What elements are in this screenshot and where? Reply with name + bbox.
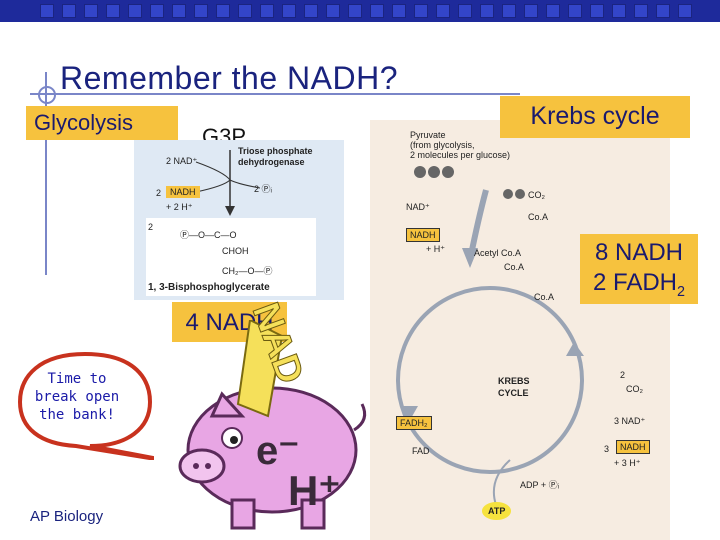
banner-square	[40, 4, 54, 18]
speech-bubble	[17, 351, 154, 460]
nadh-label: NADH	[166, 186, 200, 198]
phosphate-label: 2 Ⓟᵢ	[254, 184, 272, 194]
eight-nadh-text: 8 NADH	[594, 239, 684, 266]
banner-square	[458, 4, 472, 18]
electron-label: e⁻	[256, 429, 300, 473]
banner-square	[502, 4, 516, 18]
banner-square	[282, 4, 296, 18]
two-fadh-subscript: 2	[677, 283, 686, 300]
banner-square	[216, 4, 230, 18]
banner-square	[348, 4, 362, 18]
product-coefficient: 2	[148, 222, 154, 232]
three-nad-label: 3 NAD⁺	[614, 416, 646, 426]
banner-square	[194, 4, 208, 18]
banner-square	[568, 4, 582, 18]
glycolysis-diagram: 2 NAD⁺ Triose phosphate dehydrogenase 2 …	[134, 140, 344, 300]
banner-square	[436, 4, 450, 18]
two-co2-coefficient: 2	[620, 370, 626, 380]
speech-line-2: break open	[34, 389, 120, 405]
banner-square	[370, 4, 384, 18]
top-banner	[0, 0, 720, 22]
proton-label: H⁺	[288, 467, 341, 514]
pyruvate-note-2: 2 molecules per glucose)	[410, 150, 511, 160]
pyruvate-label: Pyruvate	[410, 130, 446, 140]
enzyme-name-2: dehydrogenase	[238, 157, 305, 167]
speech-text: Time to break open the bank!	[22, 370, 132, 424]
krebs-diagram: Pyruvate (from glycolysis, 2 molecules p…	[370, 120, 670, 540]
co2-output-label: CO₂	[626, 384, 643, 394]
two-fadh-text: 2 FADH2	[588, 268, 690, 307]
eight-nadh-label: 8 NADH 2 FADH2	[580, 234, 698, 304]
banner-square	[172, 4, 186, 18]
banner-square	[590, 4, 604, 18]
coa-label-2: Co.A	[504, 262, 525, 272]
banner-square	[656, 4, 670, 18]
banner-square	[480, 4, 494, 18]
structure-top: Ⓟ—O—C—O	[180, 230, 237, 240]
slide-title: Remember the NADH?	[60, 60, 398, 96]
krebs-hydrogen-label: + H⁺	[426, 244, 446, 254]
krebs-cycle-label-1: KREBS	[498, 376, 530, 386]
pyruvate-note-1: (from glycolysis,	[410, 140, 475, 150]
glycolysis-label: Glycolysis	[26, 106, 178, 140]
glycolysis-product-box	[146, 218, 316, 296]
fadh2-box: FADH₂	[396, 416, 432, 430]
three-hydrogen-label: + 3 H⁺	[614, 458, 641, 468]
atp-burst: ATP	[482, 502, 512, 520]
crosshair-vertical-line	[45, 72, 47, 275]
speech-line-1: Time to	[47, 371, 107, 387]
structure-middle: CHOH	[222, 246, 249, 256]
hydrogen-label: + 2 H⁺	[166, 202, 193, 212]
crosshair-circle	[38, 86, 56, 104]
speech-line-3: the bank!	[39, 407, 115, 423]
banner-square	[62, 4, 76, 18]
banner-square	[392, 4, 406, 18]
coa-label-3: Co.A	[534, 292, 555, 302]
three-nadh-box: NADH	[616, 440, 650, 454]
krebs-nadh-box: NADH	[406, 228, 440, 242]
banner-square	[546, 4, 560, 18]
banner-square	[524, 4, 538, 18]
crosshair-horizontal-line	[30, 93, 520, 95]
two-fadh-main: 2 FADH	[592, 269, 677, 296]
footer-label: AP Biology	[30, 508, 104, 525]
nadh-coefficient: 2	[156, 188, 162, 198]
adp-label: ADP + Ⓟᵢ	[520, 480, 560, 490]
banner-square	[326, 4, 340, 18]
banner-square	[238, 4, 252, 18]
banner-square	[304, 4, 318, 18]
banner-square	[150, 4, 164, 18]
banner-square	[678, 4, 692, 18]
nad-label: NAD⁺	[406, 202, 430, 212]
fad-label: FAD	[412, 446, 430, 456]
three-coefficient: 3	[604, 444, 610, 454]
banner-square	[106, 4, 120, 18]
banner-square	[634, 4, 648, 18]
product-name: 1, 3-Bisphosphoglycerate	[148, 282, 270, 293]
acetyl-coa-label: Acetyl Co.A	[474, 248, 522, 258]
banner-square	[128, 4, 142, 18]
glycolysis-arrow	[195, 150, 261, 216]
krebs-cycle-arrows	[396, 166, 584, 506]
co2-label: CO₂	[528, 190, 545, 200]
banner-square	[612, 4, 626, 18]
enzyme-name-1: Triose phosphate	[238, 146, 313, 156]
structure-bottom: CH₂—O—Ⓟ	[222, 266, 273, 276]
piggy-bank-illustration	[178, 320, 367, 530]
banner-square	[414, 4, 428, 18]
banner-square	[84, 4, 98, 18]
krebs-cycle-label-2: CYCLE	[498, 388, 529, 398]
nad-in-label: 2 NAD⁺	[166, 156, 198, 166]
coa-label: Co.A	[528, 212, 549, 222]
krebs-cycle-label: Krebs cycle	[500, 96, 690, 138]
banner-square	[260, 4, 274, 18]
